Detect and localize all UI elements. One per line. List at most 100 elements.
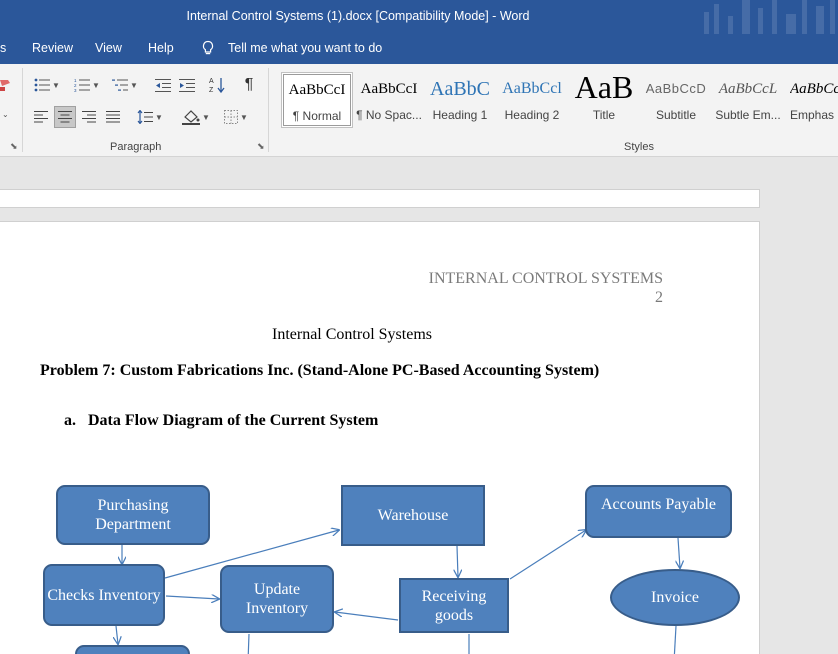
numbering-icon: 1 2 3 (74, 78, 91, 92)
svg-text:2: 2 (74, 83, 77, 88)
chevron-down-icon: ▼ (92, 80, 100, 90)
node-receiving-goods[interactable]: Receiving goods (399, 578, 509, 633)
style-sample: AaBbCcD (645, 81, 707, 96)
font-dialog-launcher-icon[interactable]: ⬊ (10, 141, 18, 151)
borders-button[interactable]: ▼ (218, 106, 254, 128)
style-title[interactable]: AaB Title (568, 72, 640, 128)
arrow-payable-to-invoice (678, 537, 680, 568)
running-header: INTERNAL CONTROL SYSTEMS (428, 270, 663, 287)
style-name: Heading 2 (504, 108, 560, 122)
chevron-down-icon[interactable]: ⌄ (2, 110, 9, 119)
decrease-indent-icon (155, 79, 171, 92)
align-left-button[interactable] (30, 106, 52, 128)
style-sample: AaBbCcL (718, 81, 778, 97)
align-right-button[interactable] (78, 106, 100, 128)
line-spacing-icon (137, 110, 154, 124)
style-sample: AaBbC (430, 78, 490, 100)
node-checks-inventory[interactable]: Checks Inventory (43, 564, 165, 626)
svg-text:1: 1 (74, 78, 77, 83)
line-invoice-down (673, 625, 677, 654)
page-current[interactable]: INTERNAL CONTROL SYSTEMS 2 Internal Cont… (0, 222, 759, 654)
bullets-icon (34, 78, 51, 92)
paragraph-dialog-launcher-icon[interactable]: ⬊ (257, 141, 265, 151)
increase-indent-icon (179, 79, 195, 92)
justify-icon (106, 111, 120, 123)
style-heading-1[interactable]: AaBbC Heading 1 (424, 72, 496, 128)
justify-button[interactable] (102, 106, 124, 128)
chevron-down-icon: ▼ (130, 80, 138, 90)
style-heading-2[interactable]: AaBbCcl Heading 2 (496, 72, 568, 128)
style-name: Subtle Em... (715, 108, 781, 122)
style-name: Heading 1 (432, 108, 488, 122)
section-heading: a. Data Flow Diagram of the Current Syste… (64, 412, 378, 430)
align-right-icon (82, 111, 96, 123)
chevron-down-icon: ▼ (202, 112, 210, 122)
tab-review[interactable]: Review (32, 41, 73, 55)
style-sample: AaBbCcI (360, 81, 418, 97)
align-center-button[interactable] (54, 106, 76, 128)
format-painter-icon[interactable] (0, 78, 12, 92)
arrow-receiving-to-update (335, 612, 399, 621)
show-formatting-button[interactable]: ¶ (238, 74, 260, 96)
decrease-indent-button[interactable] (152, 74, 174, 96)
line-update-down (247, 633, 250, 654)
multilevel-list-button[interactable]: ▼ (108, 74, 142, 96)
ribbon: ⌄ ⬊ ▼ 1 2 3 ▼ ▼ (0, 64, 838, 157)
page-previous (0, 190, 759, 207)
arrow-checks-to-warehouse (164, 530, 339, 579)
diagram-connectors (0, 222, 759, 654)
node-invoice[interactable]: Invoice (610, 569, 740, 626)
styles-group-label: Styles (624, 141, 654, 153)
paint-bucket-icon (182, 110, 201, 125)
tab-help[interactable]: Help (148, 41, 174, 55)
problem-heading: Problem 7: Custom Fabrications Inc. (Sta… (40, 362, 600, 379)
section-number: a. (64, 412, 76, 429)
document-area: INTERNAL CONTROL SYSTEMS 2 Internal Cont… (0, 157, 838, 654)
pilcrow-icon: ¶ (244, 76, 254, 93)
svg-text:A: A (209, 78, 214, 85)
ribbon-separator (268, 68, 269, 152)
node-partial-bottom[interactable] (75, 645, 190, 654)
svg-text:Z: Z (209, 87, 214, 94)
style-no-spacing[interactable]: AaBbCcI ¶ No Spac... (353, 72, 425, 128)
increase-indent-button[interactable] (176, 74, 198, 96)
style-normal[interactable]: AaBbCcI ¶ Normal (281, 72, 353, 128)
tab-view[interactable]: View (95, 41, 122, 55)
title-bar: Internal Control Systems (1).docx [Compa… (0, 0, 838, 34)
svg-text:3: 3 (74, 88, 77, 92)
ribbon-separator (22, 68, 23, 152)
style-subtle-emphasis[interactable]: AaBbCcL Subtle Em... (712, 72, 784, 128)
shading-button[interactable]: ▼ (178, 106, 214, 128)
node-accounts-payable[interactable]: Accounts Payable (585, 485, 732, 538)
numbering-button[interactable]: 1 2 3 ▼ (70, 74, 104, 96)
lightbulb-icon (202, 40, 214, 55)
paragraph-group-label: Paragraph (110, 141, 162, 153)
ribbon-tabs: s Review View Help Tell me what you want… (0, 34, 838, 64)
sort-button[interactable]: A Z (206, 74, 230, 96)
section-title: Data Flow Diagram of the Current System (88, 412, 379, 429)
style-emphasis[interactable]: AaBbCc Emphas (784, 72, 838, 128)
multilevel-list-icon (112, 79, 129, 91)
arrow-receiving-to-payable (509, 530, 586, 580)
align-center-icon (58, 111, 72, 123)
arrow-checks-to-update (165, 596, 219, 599)
line-spacing-button[interactable]: ▼ (132, 106, 168, 128)
node-purchasing-department[interactable]: Purchasing Department (56, 485, 210, 545)
style-sample: AaBbCcl (502, 80, 562, 97)
style-subtitle[interactable]: AaBbCcD Subtitle (640, 72, 712, 128)
align-left-icon (34, 111, 48, 123)
bullets-button[interactable]: ▼ (30, 74, 64, 96)
node-update-inventory[interactable]: Update Inventory (220, 565, 334, 633)
style-name: Subtitle (655, 108, 697, 122)
chevron-down-icon: ▼ (52, 80, 60, 90)
style-sample: AaB (574, 72, 634, 105)
borders-icon (224, 110, 239, 124)
chevron-down-icon: ▼ (155, 112, 163, 122)
tab-partial[interactable]: s (0, 41, 7, 55)
tell-me-search[interactable]: Tell me what you want to do (228, 41, 383, 55)
style-sample: AaBbCcI (288, 82, 346, 98)
node-warehouse[interactable]: Warehouse (341, 485, 485, 546)
document-title: Internal Control Systems (272, 326, 432, 343)
sort-icon: A Z (209, 78, 225, 94)
window-title: Internal Control Systems (1).docx [Compa… (186, 9, 530, 23)
